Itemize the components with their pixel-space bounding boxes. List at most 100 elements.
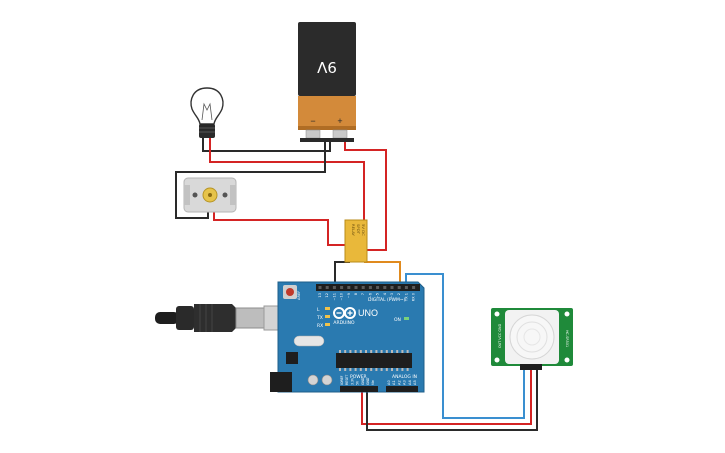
digital-pin-hole[interactable] [318, 286, 322, 289]
pir-left-label: OUT VCC GND [498, 323, 502, 348]
digital-pin-label: 8 [354, 292, 358, 295]
battery-label: 9V [316, 58, 337, 76]
power-label: POWER [350, 374, 367, 380]
analog-header[interactable] [386, 386, 418, 392]
relay-line-3: 5V DC [361, 224, 366, 236]
chip-pin [396, 350, 399, 353]
digital-pin-hole[interactable] [390, 286, 394, 289]
power-pin-label: GND [366, 377, 370, 385]
relay-line-1: RELAY [351, 224, 356, 237]
analog-pin-label: A0 [387, 380, 391, 385]
digital-pin-hole[interactable] [376, 286, 380, 289]
chip-pin [370, 350, 373, 353]
dc-motor[interactable] [183, 177, 237, 213]
chip-pin [380, 350, 383, 353]
chip-pin [401, 350, 404, 353]
digital-pin-label: ~3 [390, 293, 394, 298]
wire-battery-black[interactable] [175, 140, 326, 219]
chip-pin [349, 368, 352, 371]
analog-pin-label: A4 [408, 380, 412, 385]
chip-pin [339, 350, 341, 353]
pir-dome [509, 314, 555, 360]
battery-plus-label: + [337, 116, 342, 126]
power-pin-label: 5V [356, 380, 360, 385]
digital-pin-hole[interactable] [332, 286, 336, 289]
digital-pin-hole[interactable] [325, 286, 329, 289]
led-rx [325, 323, 330, 326]
wire-pir-red[interactable] [361, 370, 532, 425]
power-jack[interactable] [270, 372, 292, 392]
aref-label: AREF [297, 291, 301, 300]
digital-pin-label: TX 1 [404, 293, 408, 302]
led-l-label: L [317, 307, 320, 313]
chip-pin [344, 368, 347, 371]
chip-pin [406, 368, 409, 371]
wire-motor-red[interactable] [213, 212, 346, 246]
power-pin-label: 3.3V [350, 377, 354, 385]
digital-pin-label: 7 [361, 293, 365, 295]
digital-pin-label: 13 [318, 293, 322, 298]
battery-terminal-positive[interactable] [332, 129, 348, 139]
led-on [404, 317, 409, 320]
digital-header[interactable] [316, 284, 420, 291]
chip-pin [354, 368, 357, 371]
chip-pin [359, 368, 362, 371]
wire-relay-black[interactable] [334, 261, 350, 282]
wire-lamp-red[interactable] [209, 138, 365, 236]
chip-pin [391, 350, 393, 353]
digital-pin-label: 4 [383, 292, 387, 295]
led-tx [325, 315, 330, 318]
led-l [325, 307, 330, 310]
relay-line-2: SPDT [356, 224, 361, 235]
chip-pin [375, 350, 378, 353]
pir-sensor[interactable]: OUT VCC GND HC-SR501 [491, 308, 573, 370]
digital-pin-label: 2 [397, 293, 401, 295]
digital-pin-hole[interactable] [354, 286, 358, 289]
wire-pir-blue[interactable] [405, 273, 525, 419]
digital-pin-hole[interactable] [340, 286, 344, 289]
chip-pin [365, 368, 367, 371]
chip-pin [339, 368, 341, 371]
arduino-model: UNO [358, 308, 378, 318]
battery-minus-label: − [310, 116, 315, 126]
light-bulb[interactable] [190, 87, 224, 138]
digital-pin-hole[interactable] [347, 286, 351, 289]
chip-pin [344, 350, 347, 353]
power-pin-label: GND [361, 377, 365, 385]
arduino-brand: ARDUINO [333, 320, 355, 326]
digital-pin-hole[interactable] [368, 286, 372, 289]
arduino-logo [333, 307, 356, 319]
battery-terminal-negative[interactable] [305, 129, 321, 139]
wire-lamp-black[interactable] [202, 138, 331, 152]
power-header[interactable] [340, 386, 378, 392]
chip-pin [401, 368, 404, 371]
chip-pin [385, 350, 388, 353]
analog-label: ANALOG IN [392, 374, 417, 380]
chip-pin [365, 350, 367, 353]
wire-relay-orange[interactable] [364, 261, 401, 288]
digital-pin-label: ~10 [340, 292, 344, 300]
chip-pin [359, 350, 362, 353]
digital-pin-label: ~5 [376, 293, 380, 298]
battery-9v[interactable]: 9V − + [298, 22, 356, 142]
digital-pin-hole[interactable] [412, 286, 416, 289]
chip-pin [370, 368, 373, 371]
chip-pin [349, 350, 352, 353]
led-tx-label: TX [316, 315, 323, 321]
analog-pin-label: A2 [397, 380, 401, 385]
digital-pin-hole[interactable] [383, 286, 387, 289]
digital-pin-hole[interactable] [361, 286, 365, 289]
chip-pin [354, 350, 357, 353]
relay[interactable]: RELAY SPDT 5V DC [344, 219, 368, 263]
digital-pin-hole[interactable] [404, 286, 408, 289]
digital-pin-label: RX 0 [412, 292, 416, 301]
wire-battery-red[interactable] [344, 140, 387, 251]
led-on-label: ON [394, 317, 401, 323]
analog-pin-label: A5 [413, 380, 417, 385]
chip-pin [385, 368, 388, 371]
wire-pir-black[interactable] [366, 370, 538, 431]
microcontroller-chip [336, 353, 412, 368]
digital-pin-hole[interactable] [397, 286, 401, 289]
chip-pin [375, 368, 378, 371]
